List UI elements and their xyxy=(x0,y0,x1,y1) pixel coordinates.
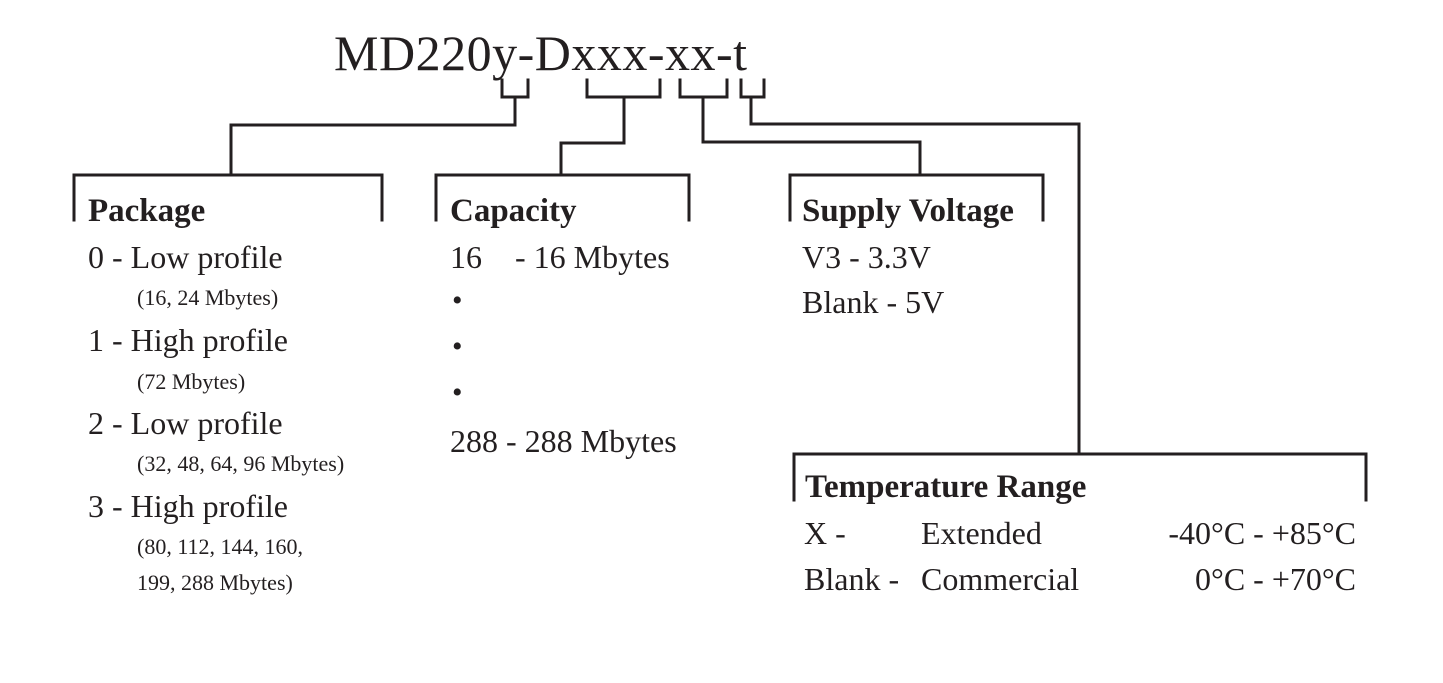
capacity-bullet: • xyxy=(452,376,463,409)
box-supply-voltage xyxy=(788,173,1045,222)
package-item-note: (80, 112, 144, 160, xyxy=(137,534,304,559)
capacity-code: xxx xyxy=(571,25,648,81)
bracket-voltage-code xyxy=(678,78,729,99)
capacity-first-code: 16 xyxy=(450,239,482,275)
package-heading: Package xyxy=(88,193,206,229)
connector-temperature xyxy=(749,95,1081,456)
bracket-temp-code xyxy=(739,78,766,99)
temperature-code: X - xyxy=(804,515,846,551)
capacity-bullet: • xyxy=(452,284,463,317)
voltage-code: xx xyxy=(664,25,716,81)
part-number-prefix: MD220y-D xyxy=(334,25,572,81)
package-item-note: 199, 288 Mbytes) xyxy=(137,570,293,595)
supply-voltage-item: V3 - 3.3V xyxy=(802,239,931,275)
temperature-range-heading: Temperature Range xyxy=(805,469,1087,505)
temperature-code: t xyxy=(733,25,748,81)
bracket-package-code xyxy=(500,78,530,99)
temperature-range-value: 0°C - +70°C xyxy=(1195,561,1356,597)
package-item: 3 - High profile xyxy=(88,488,288,524)
package-item: 1 - High profile xyxy=(88,322,288,358)
separator: - xyxy=(647,25,665,81)
supply-voltage-item: Blank - 5V xyxy=(802,284,945,320)
box-temperature-range xyxy=(792,452,1368,502)
supply-voltage-heading: Supply Voltage xyxy=(802,193,1014,229)
connector-capacity xyxy=(559,95,626,177)
temperature-name: Extended xyxy=(921,515,1042,551)
part-number-title: MD220y-Dxxx-xx-t xyxy=(334,24,748,82)
separator: - xyxy=(715,25,734,81)
package-item-note: (72 Mbytes) xyxy=(137,369,246,394)
box-package xyxy=(72,173,384,222)
bracket-capacity-code xyxy=(585,78,662,99)
package-item-note: (16, 24 Mbytes) xyxy=(137,285,279,310)
temperature-code: Blank - xyxy=(804,561,900,597)
package-item-note: (32, 48, 64, 96 Mbytes) xyxy=(137,451,345,476)
capacity-first-desc: - 16 Mbytes xyxy=(515,239,670,275)
connector-voltage xyxy=(701,95,922,177)
temperature-name: Commercial xyxy=(921,561,1080,597)
package-item: 0 - Low profile xyxy=(88,239,283,275)
capacity-last: 288 - 288 Mbytes xyxy=(450,423,677,459)
package-item: 2 - Low profile xyxy=(88,405,283,441)
capacity-heading: Capacity xyxy=(450,193,577,229)
capacity-bullet: • xyxy=(452,330,463,363)
box-capacity xyxy=(434,173,691,222)
connector-package xyxy=(229,95,517,177)
temperature-range-value: -40°C - +85°C xyxy=(1168,515,1356,551)
